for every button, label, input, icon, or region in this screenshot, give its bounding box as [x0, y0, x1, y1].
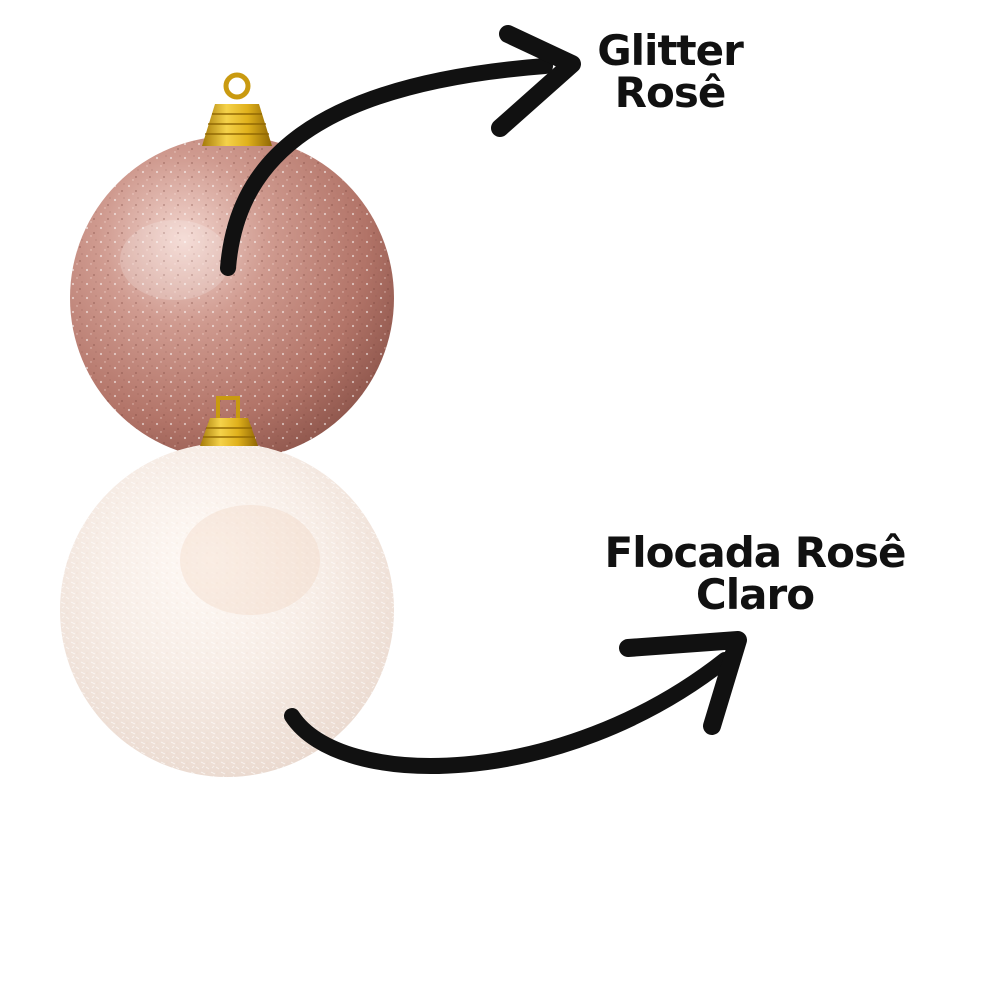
flocada-label-line-2: Claro — [695, 570, 815, 619]
flocada-rose-claro-label: Flocada Rosê Claro — [590, 532, 920, 616]
glitter-ornament-cap — [202, 72, 272, 146]
flocked-light-rose-ornament — [60, 443, 394, 777]
glitter-label-line-1: Glitter — [597, 26, 744, 75]
glitter-rose-ornament — [70, 136, 394, 460]
glitter-label-line-2: Rosê — [614, 68, 727, 117]
flocked-ornament-cap — [200, 396, 258, 446]
curved-arrow-right-icon — [284, 631, 747, 774]
curved-arrow-up-right-icon — [220, 25, 581, 276]
flocada-label-line-1: Flocada Rosê — [604, 528, 907, 577]
glitter-rose-label: Glitter Rosê — [560, 30, 780, 114]
